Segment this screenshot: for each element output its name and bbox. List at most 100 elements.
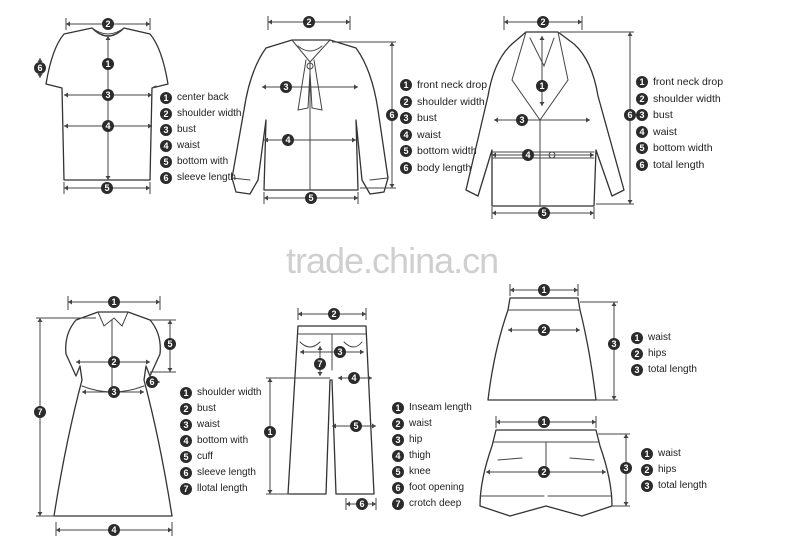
legend-label: waist (648, 332, 671, 343)
arrowhead (628, 32, 633, 36)
arrowhead (38, 318, 43, 322)
legend-label: bust (177, 124, 196, 135)
number-badge: 5 (392, 466, 404, 478)
arrowhead (390, 184, 395, 188)
legend-label: sleeve length (177, 172, 236, 183)
legend-label: waist (177, 140, 200, 151)
measure-number: 4 (111, 525, 116, 535)
measure-number: 1 (111, 297, 116, 307)
arrowhead (390, 42, 395, 46)
legend-label: hip (409, 434, 422, 445)
number-badge: 4 (392, 450, 404, 462)
number-badge: 3 (160, 124, 172, 136)
arrowhead (56, 528, 60, 533)
legend-label: total length (653, 159, 704, 171)
legend-label: cuff (197, 451, 213, 462)
number-badge: 2 (636, 93, 648, 105)
legend-label: bust (197, 403, 216, 414)
legend-item: 3bust (636, 107, 723, 124)
legend-label: shoulder width (417, 96, 485, 108)
legend-item: 1Inseam length (392, 400, 472, 416)
arrowhead (368, 376, 372, 381)
measure-number: 1 (539, 81, 544, 91)
legend-item: 5 cuff (180, 449, 261, 465)
measure-number: 3 (337, 347, 342, 357)
number-badge: 3 (641, 480, 653, 492)
coat-figure (466, 32, 624, 206)
arrowhead (38, 58, 43, 62)
legend-item: 2bust (180, 401, 261, 417)
coat-legend: 1front neck drop2shoulder width3bust4wai… (636, 74, 723, 173)
legend-label: waist (197, 419, 220, 430)
measure-number: 6 (389, 110, 394, 120)
legend-label: shoulder width (177, 108, 241, 119)
measure-number: 6 (149, 377, 154, 387)
legend-label: bust (653, 109, 673, 121)
arrowhead (372, 502, 376, 507)
number-badge: 7 (180, 483, 192, 495)
legend-label: hips (658, 464, 676, 475)
number-badge: 5 (180, 451, 192, 463)
legend-item: 1waist (631, 330, 697, 346)
legend-label: waist (417, 129, 441, 141)
legend-item: 5bottom with (160, 154, 241, 170)
arrowhead (510, 288, 514, 293)
arrowhead (346, 20, 350, 25)
legend-label: waist (658, 448, 681, 459)
skirt-figure (488, 298, 596, 400)
legend-item: 4waist (160, 138, 241, 154)
number-badge: 4 (636, 126, 648, 138)
arrowhead (268, 378, 273, 382)
arrowhead (496, 420, 500, 425)
arrowhead (628, 200, 633, 204)
measure-number: 2 (306, 17, 311, 27)
measure-number: 2 (541, 467, 546, 477)
dress-outline (54, 312, 172, 516)
number-badge: 3 (400, 112, 412, 124)
arrowhead (346, 502, 350, 507)
number-badge: 5 (160, 156, 172, 168)
legend-label: llotal length (197, 483, 248, 494)
legend-label: sleeve length (197, 467, 256, 478)
number-badge: 2 (392, 418, 404, 430)
number-badge: 2 (631, 348, 643, 360)
legend-label: front neck drop (653, 76, 723, 88)
arrowhead (268, 20, 272, 25)
arrowhead (38, 512, 43, 516)
tshirt-legend: 1center back2shoulder width 3 bust 4waist5b… (160, 90, 241, 186)
legend-item: 3bust (400, 110, 487, 127)
legend-item: 2shoulder width (160, 106, 241, 122)
arrowhead (156, 300, 160, 305)
legend-item: 2waist (392, 416, 472, 432)
arrowhead (168, 528, 172, 533)
number-badge: 6 (636, 159, 648, 171)
number-badge: 1 (180, 387, 192, 399)
number-badge: 5 (400, 145, 412, 157)
number-badge: 1 (636, 76, 648, 88)
legend-item: 2shoulder width (400, 94, 487, 111)
number-badge: 1 (392, 402, 404, 414)
arrowhead (168, 320, 173, 324)
arrowhead (362, 312, 366, 317)
measure-number: 1 (267, 427, 272, 437)
measure-number: 7 (37, 407, 42, 417)
arrowhead (168, 368, 173, 372)
measure-number: 5 (167, 339, 172, 349)
dress-figure (54, 312, 172, 516)
legend-label: hips (648, 348, 666, 359)
legend-label: knee (409, 466, 431, 477)
measure-number: 2 (540, 17, 545, 27)
shorts-legend: 1waist2hips3total length (641, 446, 707, 494)
blouse-figure (232, 40, 388, 194)
legend-label: bottom width (417, 145, 477, 157)
